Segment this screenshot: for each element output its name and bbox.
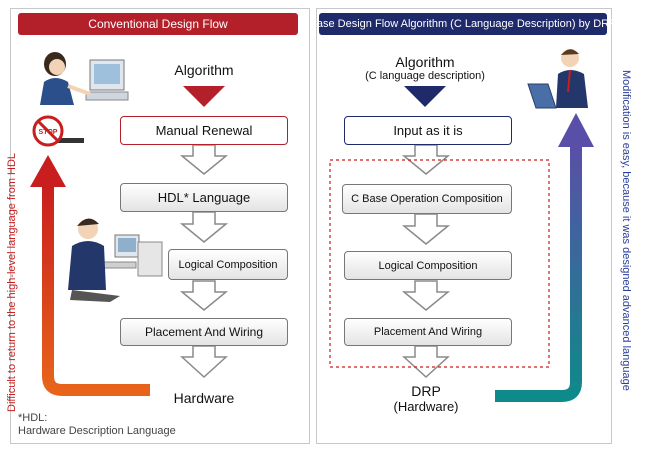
hdl-language-label: HDL* Language — [157, 190, 251, 205]
drp-flow-header: Base Design Flow Algorithm (C Language D… — [310, 13, 616, 35]
right-algorithm-sublabel: (C language description) — [365, 70, 485, 82]
hdl-footnote-title: *HDL: — [18, 412, 48, 424]
manual-renewal-label: Manual Renewal — [155, 123, 253, 138]
input-as-is-box: Input as it is — [344, 116, 512, 145]
hdl-footnote-text: Hardware Description Language — [18, 425, 176, 437]
right-algorithm-label: Algorithm — [395, 54, 455, 70]
right-placement-wiring-box: Placement And Wiring — [344, 318, 512, 346]
left-placement-wiring-label: Placement And Wiring — [144, 325, 264, 339]
left-logical-composition-box: Logical Composition — [168, 249, 288, 280]
drp-label: DRP — [411, 383, 441, 399]
modification-easy-text: Modification is easy, because it was des… — [620, 70, 632, 391]
manual-renewal-box: Manual Renewal — [120, 116, 288, 145]
right-logical-composition-box: Logical Composition — [344, 251, 512, 280]
right-logical-composition-label: Logical Composition — [378, 259, 478, 272]
conventional-flow-header: Conventional Design Flow — [18, 13, 298, 35]
left-algorithm-label: Algorithm — [174, 62, 234, 78]
c-base-operation-label: C Base Operation Composition — [351, 193, 503, 205]
left-logical-composition-label: Logical Composition — [178, 258, 278, 271]
difficult-return-text: Difficult to return to the high-level la… — [6, 152, 18, 412]
left-placement-wiring-box: Placement And Wiring — [120, 318, 288, 346]
drp-sublabel: (Hardware) — [393, 399, 459, 414]
hdl-language-box: HDL* Language — [120, 183, 288, 212]
input-as-is-label: Input as it is — [393, 123, 463, 138]
right-placement-wiring-label: Placement And Wiring — [373, 326, 483, 338]
c-base-operation-box: C Base Operation Composition — [342, 184, 512, 214]
left-hardware-label: Hardware — [173, 390, 235, 406]
